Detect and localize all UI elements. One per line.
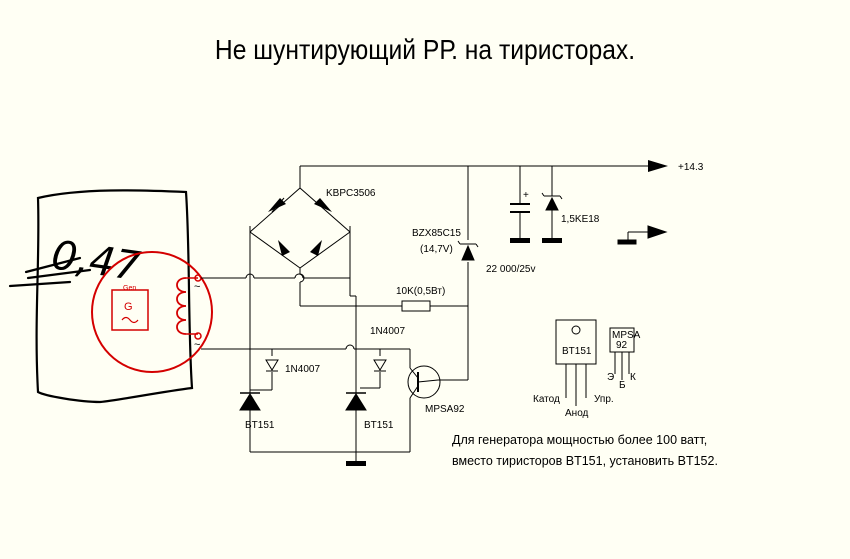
generator-label: Gen: [123, 285, 136, 292]
generator: Gen G ~ ~: [91, 251, 213, 373]
pin-b-label: Б: [619, 380, 626, 391]
capacitor-plus: +: [523, 190, 529, 201]
transistor-label: MPSA92: [425, 404, 465, 415]
thyristors: [239, 392, 367, 411]
transistor: [407, 365, 441, 399]
capacitor: [510, 203, 530, 213]
zener-voltage-label: (14,7V): [420, 244, 453, 255]
thyristor-left-label: BT151: [245, 420, 275, 431]
small-diodes: [265, 359, 387, 372]
zener-diode: [457, 240, 479, 261]
bt151-package: [555, 319, 597, 406]
ground-symbols: [346, 238, 562, 466]
package-mpsa-92-label: 92: [616, 340, 628, 351]
pin-anode-label: Анод: [565, 408, 589, 419]
pin-cathode-label: Катод: [533, 394, 560, 405]
resistor-label: 10K(0,5Вт): [396, 286, 445, 297]
package-mpsa-label: MPSA: [612, 330, 641, 341]
generator-g-label: G: [124, 301, 133, 313]
svg-text:~: ~: [194, 339, 200, 351]
wires: [201, 165, 648, 462]
pin-gate-label: Упр.: [594, 394, 614, 405]
capacitor-label: 22 000/25v: [486, 264, 536, 275]
zener-label: BZX85C15: [412, 228, 461, 239]
output-arrow: [648, 160, 668, 172]
diode-top-label: 1N4007: [370, 326, 405, 337]
hand-sketch: [8, 189, 194, 404]
mpsa92-package: [609, 327, 635, 380]
tvs-diode: [541, 192, 563, 211]
ground-arrow: [617, 225, 668, 245]
diode-left-label: 1N4007: [285, 364, 320, 375]
pin-k-label: К: [630, 372, 636, 383]
output-voltage-label: +14.3: [678, 162, 704, 173]
note-line-2: вместо тиристоров BT151, установить BT15…: [452, 454, 718, 468]
svg-text:~: ~: [194, 281, 200, 293]
pin-e-label: Э: [607, 372, 614, 383]
thyristor-right-label: BT151: [364, 420, 394, 431]
bridge-diodes: [268, 197, 332, 256]
bridge-label: KBPC3506: [326, 188, 376, 199]
package-bt151-label: BT151: [562, 346, 592, 357]
diagram-title: Не шунтирующий РР. на тиристорах.: [214, 34, 636, 65]
tvs-label: 1,5KE18: [561, 214, 600, 225]
note-line-1: Для генератора мощностью более 100 ватт,: [452, 433, 708, 447]
